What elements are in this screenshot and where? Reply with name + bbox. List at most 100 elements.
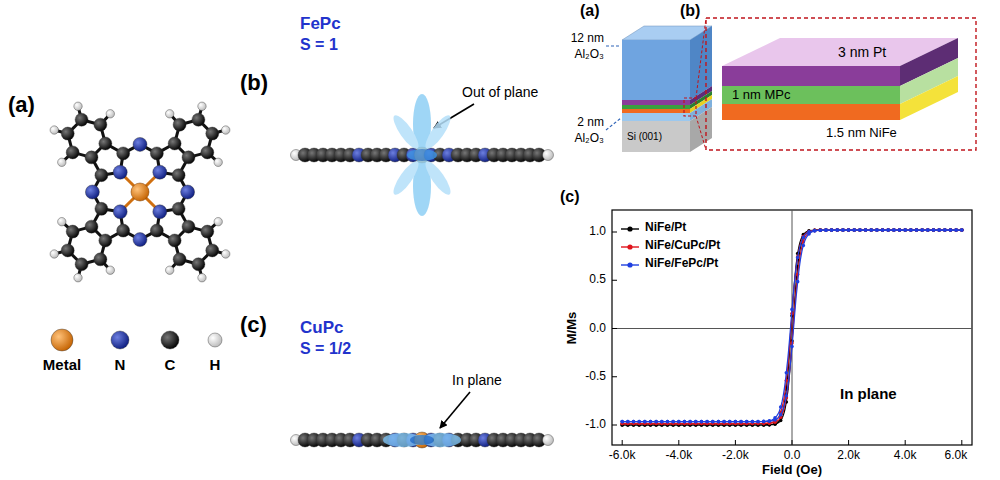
hysteresis-curve bbox=[949, 228, 953, 232]
hysteresis-curve bbox=[937, 228, 941, 232]
axis-tick-label: 4.0k bbox=[894, 449, 917, 463]
hysteresis-curve bbox=[937, 228, 941, 232]
hysteresis-curve bbox=[949, 228, 953, 232]
hysteresis-curve bbox=[875, 228, 879, 232]
hysteresis-curve bbox=[637, 420, 641, 424]
hysteresis-curve bbox=[898, 228, 902, 232]
panel-letter: (a) bbox=[580, 2, 600, 20]
hysteresis-curve bbox=[858, 228, 862, 232]
device-stack bbox=[622, 121, 690, 152]
device-stack bbox=[622, 26, 712, 152]
hysteresis-curve bbox=[926, 228, 930, 232]
molecule-top-view bbox=[74, 274, 82, 282]
substrate-label: Si (001) bbox=[627, 131, 662, 143]
hysteresis-curve bbox=[920, 228, 924, 232]
hysteresis-curve bbox=[875, 228, 879, 232]
hysteresis-curve bbox=[852, 228, 856, 232]
orbital-out-of-plane bbox=[407, 149, 437, 161]
hysteresis-curve bbox=[813, 229, 817, 233]
hysteresis-curve bbox=[903, 228, 907, 232]
molecule-top-view bbox=[74, 102, 82, 110]
molecule-top-view bbox=[113, 165, 127, 179]
hysteresis-curve bbox=[660, 420, 664, 424]
hysteresis-curve bbox=[920, 228, 924, 232]
hysteresis-curve bbox=[824, 228, 828, 232]
molecule-top-view bbox=[150, 224, 163, 237]
hysteresis-curve bbox=[785, 371, 789, 375]
layer-label: 2 nm bbox=[577, 116, 604, 130]
spin-value: S = 1 bbox=[300, 36, 338, 54]
hysteresis-curve bbox=[671, 420, 675, 424]
hysteresis-curve bbox=[881, 228, 885, 232]
hysteresis-curve bbox=[915, 228, 919, 232]
axis-tick-label: -0.5 bbox=[585, 370, 606, 384]
hysteresis-curve bbox=[819, 228, 823, 232]
molecule-top-view bbox=[161, 331, 179, 349]
pointer-arrow bbox=[440, 392, 470, 428]
hysteresis-curve bbox=[751, 420, 755, 424]
hysteresis-curve bbox=[819, 228, 823, 232]
hysteresis-curve bbox=[830, 228, 834, 232]
molecule-top-view bbox=[111, 331, 129, 349]
device-stack bbox=[622, 109, 690, 113]
hysteresis-curve bbox=[903, 228, 907, 232]
hysteresis-curve bbox=[824, 228, 828, 232]
molecule-top-view bbox=[58, 217, 66, 225]
hysteresis-curve bbox=[677, 420, 681, 424]
molecule-top-view bbox=[95, 202, 108, 215]
molecule-top-view bbox=[117, 147, 130, 160]
hysteresis-curve bbox=[909, 228, 913, 232]
molecule-top-view bbox=[208, 333, 222, 347]
hysteresis-curve bbox=[819, 229, 823, 233]
axis-tick-label: 0.0 bbox=[784, 449, 801, 463]
hysteresis-curve bbox=[920, 228, 924, 232]
hysteresis-curve bbox=[711, 420, 715, 424]
hysteresis-curve bbox=[875, 228, 879, 232]
hysteresis-curve bbox=[841, 228, 845, 232]
molecule-top-view bbox=[214, 158, 222, 166]
hysteresis-curve bbox=[903, 228, 907, 232]
hysteresis-curve bbox=[622, 230, 962, 424]
hysteresis-curve bbox=[785, 394, 789, 398]
hysteresis-curve bbox=[909, 228, 913, 232]
hysteresis-curve bbox=[852, 228, 856, 232]
molecule-side-view bbox=[291, 432, 554, 448]
hysteresis-curve bbox=[626, 420, 630, 424]
axis-tick bbox=[612, 280, 617, 281]
hysteresis-curve bbox=[864, 228, 868, 232]
hysteresis-curve bbox=[869, 228, 873, 232]
molecule-top-view bbox=[222, 126, 230, 134]
hysteresis-curve bbox=[790, 308, 794, 312]
molecule-top-view bbox=[222, 250, 230, 258]
layer-label: 1.5 nm NiFe bbox=[826, 126, 897, 141]
molecule-top-view bbox=[99, 137, 112, 150]
orbital-out-of-plane bbox=[390, 94, 455, 216]
molecule-top-view bbox=[153, 165, 167, 179]
hysteresis-curve bbox=[654, 420, 658, 424]
hysteresis-curve bbox=[654, 420, 658, 424]
hysteresis-curve bbox=[954, 228, 958, 232]
axis-tick-label: 0.5 bbox=[589, 273, 606, 287]
hysteresis-curve bbox=[841, 228, 845, 232]
hysteresis-curve bbox=[835, 228, 839, 232]
hysteresis-curve bbox=[728, 420, 732, 424]
molecule-top-view bbox=[61, 127, 74, 140]
hysteresis-curve bbox=[926, 228, 930, 232]
hysteresis-curve bbox=[745, 420, 749, 424]
hysteresis-curve bbox=[886, 228, 890, 232]
hysteresis-curve bbox=[847, 228, 851, 232]
legend-text: NiFe/CuPc/Pt bbox=[645, 239, 720, 253]
hysteresis-curve bbox=[960, 228, 964, 232]
hysteresis-curve bbox=[949, 228, 953, 232]
hysteresis-curve bbox=[875, 228, 879, 232]
molecule-top-view bbox=[85, 185, 99, 199]
hysteresis-curve bbox=[622, 230, 962, 425]
hysteresis-curve bbox=[949, 228, 953, 232]
hysteresis-curve bbox=[620, 420, 624, 424]
molecule-top-view bbox=[206, 127, 219, 140]
atom-key: C bbox=[165, 356, 176, 373]
hysteresis-curve bbox=[637, 420, 641, 424]
axis-tick bbox=[612, 232, 962, 445]
hysteresis-curve bbox=[869, 228, 873, 232]
molecule-top-view bbox=[201, 225, 214, 238]
